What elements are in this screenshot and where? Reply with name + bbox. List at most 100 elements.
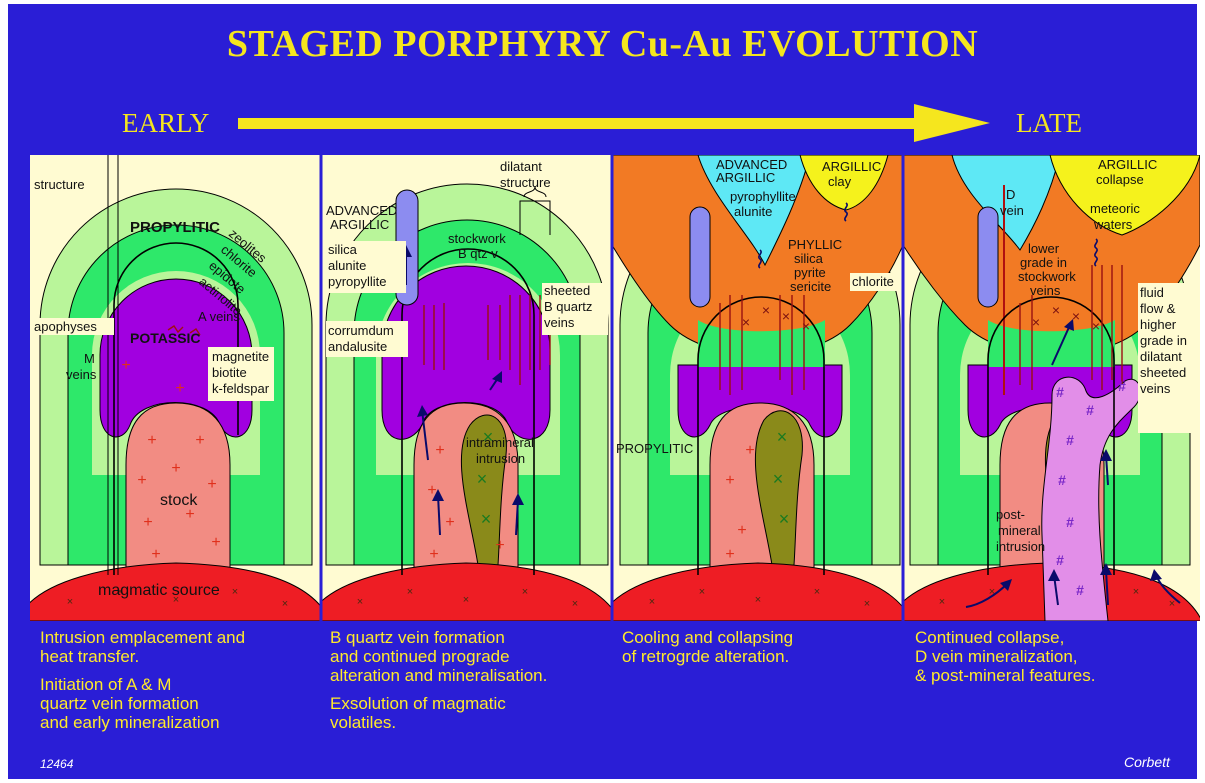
svg-text:+: + [207,476,216,493]
svg-text:+: + [147,432,156,449]
svg-text:×: × [939,596,945,608]
label-propylitic: PROPYLITIC [130,219,220,236]
label-meteoric: meteoric [1090,201,1140,216]
label-post: post- [996,507,1025,522]
label-pyrite: pyrite [794,265,826,280]
svg-text:×: × [1092,318,1100,334]
panel-cooling-collapse: ×××× ++++ ××× ××××× ADVANCED ARGILLIC py… [602,155,912,621]
svg-text:×: × [699,586,705,598]
svg-text:×: × [742,314,750,330]
label-veins: veins [544,315,575,330]
label-advanced: ADVANCED [326,203,397,218]
label-stock: stock [160,492,198,509]
svg-text:#: # [1056,384,1064,400]
label-sheeted: sheeted [544,283,590,298]
svg-text:+: + [195,432,204,449]
svg-text:#: # [1118,378,1126,394]
svg-text:×: × [463,594,469,606]
porphyry-evolution-diagram: ++ +++ +++ ++ ++ ××××× structure PROPYLI… [30,155,1200,621]
svg-text:×: × [477,469,488,489]
svg-text:#: # [1086,402,1094,418]
label-intrusion: intrusion [476,451,525,466]
svg-text:+: + [429,546,438,563]
caption-text: Cooling and collapsing of retrogrde alte… [622,628,892,666]
label-biotite: biotite [212,365,247,380]
label-chlorite: chlorite [852,274,894,289]
label-corrumdum: corrumdum [328,323,394,338]
svg-text:×: × [777,427,788,447]
svg-text:+: + [143,514,152,531]
svg-text:×: × [802,318,810,334]
label-mineral: mineral [998,523,1041,538]
label-m: M [84,351,95,366]
label-fluid: fluid [1140,285,1164,300]
label-magnetite: magnetite [212,349,269,364]
caption-stage-4: Continued collapse, D vein mineralizatio… [915,628,1195,694]
svg-text:#: # [1076,582,1084,598]
label-stockwork: stockwork [448,231,506,246]
figure-number: 12464 [40,757,73,771]
caption-stage-3: Cooling and collapsing of retrogrde alte… [622,628,892,675]
label-grade: grade in [1140,333,1187,348]
label-silica: silica [794,251,824,266]
label-lower: lower [1028,241,1060,256]
caption-text: B quartz vein formation and continued pr… [330,628,610,685]
svg-text:#: # [1066,432,1074,448]
label-stockwork: stockwork [1018,269,1076,284]
author-credit: Corbett [1124,754,1170,770]
svg-text:+: + [745,442,754,459]
slide-title: STAGED PORPHYRY Cu-Au EVOLUTION [0,22,1205,66]
label-andalusite: andalusite [328,339,387,354]
label-waters: waters [1093,217,1133,232]
label-a-veins: A veins [198,309,240,324]
svg-text:×: × [1052,302,1060,318]
label-pyropyllite: pyropyllite [328,274,387,289]
label-clay: clay [828,174,852,189]
label-argillic: ARGILLIC [716,170,775,185]
label-d-vein: vein [1000,203,1024,218]
svg-text:×: × [572,598,578,610]
label-dilatant-structure: structure [500,175,551,190]
label-apophyses: apophyses [34,319,97,334]
caption-stage-2: B quartz vein formation and continued pr… [330,628,610,741]
svg-text:×: × [1133,586,1139,598]
svg-text:×: × [814,586,820,598]
label-b-qtz-v: B qtz v [458,246,498,261]
svg-text:+: + [725,472,734,489]
label-alunite: alunite [734,204,772,219]
panel-d-veins-post-mineral: ×××× ### ### ## ×××× [892,155,1200,621]
svg-text:+: + [171,460,180,477]
svg-text:+: + [175,380,184,397]
svg-text:×: × [522,586,528,598]
svg-text:#: # [1066,514,1074,530]
svg-text:+: + [737,522,746,539]
svg-text:+: + [211,534,220,551]
svg-text:×: × [755,594,761,606]
caption-text: Exsolution of magmatic volatiles. [330,694,610,732]
label-argillic-zone: ARGILLIC [822,159,881,174]
svg-text:+: + [121,357,130,374]
svg-text:+: + [495,537,504,554]
label-grade-in: grade in [1020,255,1067,270]
label-alunite: alunite [328,258,366,273]
label-magmatic-source: magmatic source [98,582,220,599]
label-flow: flow & [1140,301,1176,316]
svg-text:×: × [67,596,73,608]
label-structure: structure [34,177,85,192]
svg-text:×: × [357,596,363,608]
label-d: D [1006,187,1015,202]
svg-text:#: # [1058,472,1066,488]
svg-text:×: × [282,598,288,610]
caption-text: Continued collapse, D vein mineralizatio… [915,628,1195,685]
label-sericite: sericite [790,279,831,294]
svg-text:×: × [1169,598,1175,610]
svg-text:×: × [864,598,870,610]
label-sheeted: sheeted [1140,365,1186,380]
svg-text:×: × [762,302,770,318]
svg-text:+: + [725,546,734,563]
label-dilatant: dilatant [500,159,542,174]
caption-text: Intrusion emplacement and heat transfer. [40,628,310,666]
caption-stage-1: Intrusion emplacement and heat transfer.… [40,628,310,741]
label-potassic: POTASSIC [130,330,201,346]
label-collapse: collapse [1096,172,1144,187]
